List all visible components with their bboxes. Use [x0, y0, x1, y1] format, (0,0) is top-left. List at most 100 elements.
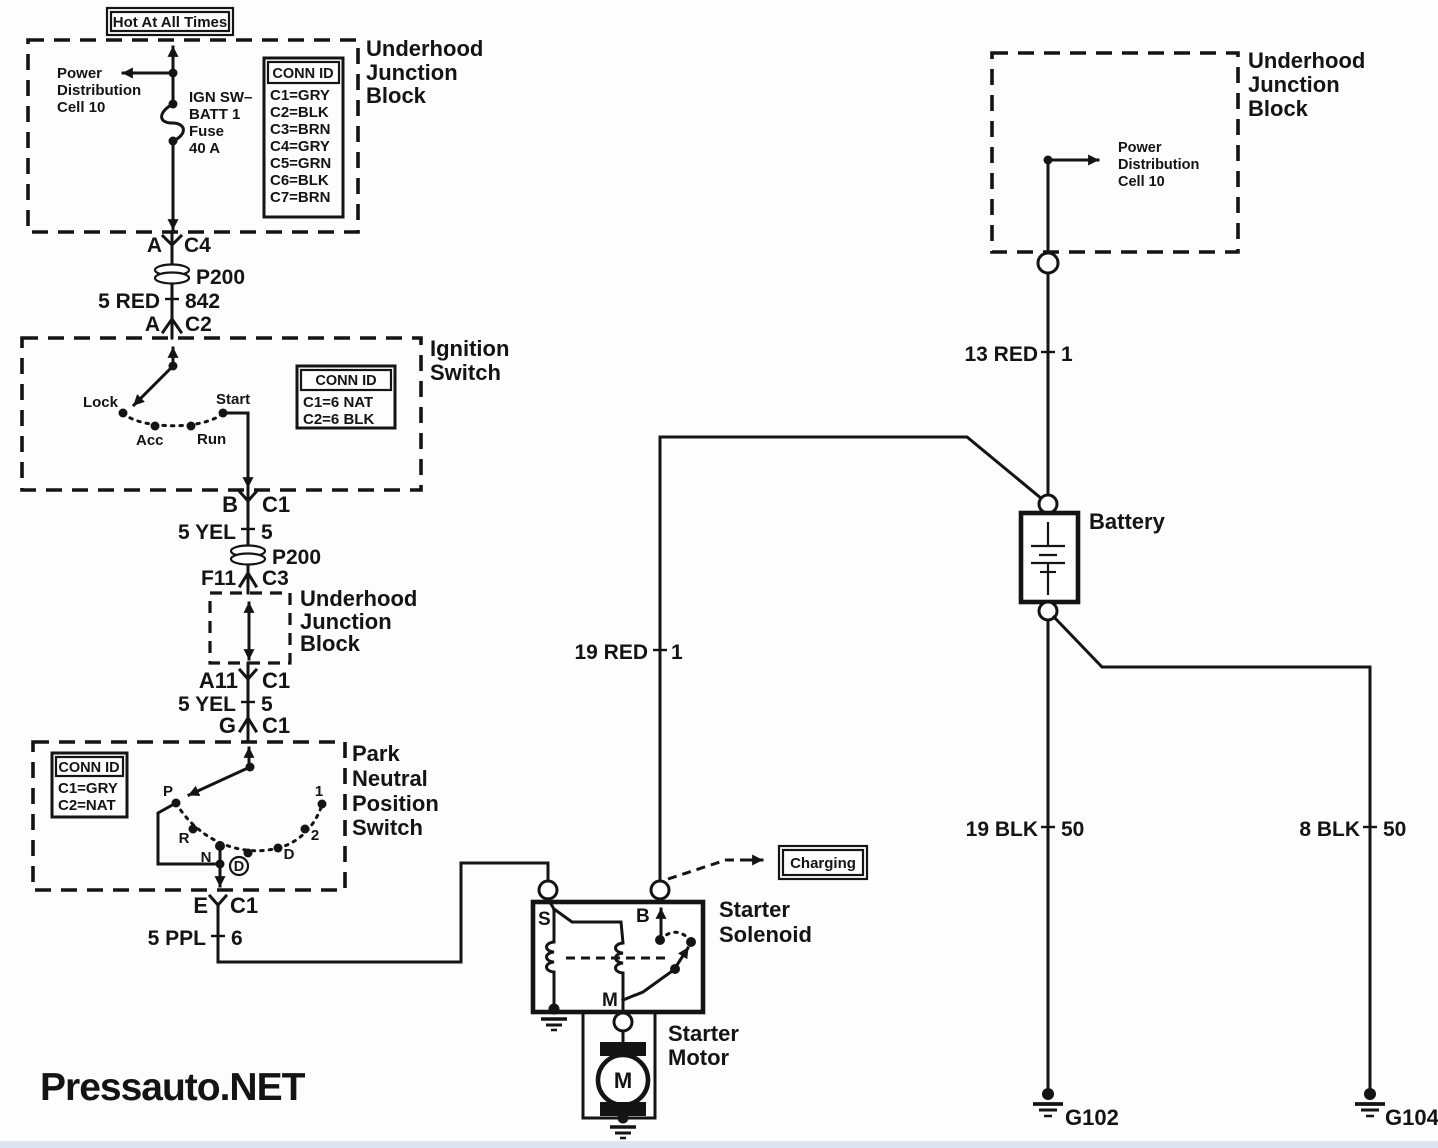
fuse-label-2: BATT 1: [189, 106, 240, 123]
circuit-50: 50: [1061, 818, 1084, 841]
cavity-c4: C4: [184, 234, 211, 257]
wire-19-red: [658, 435, 1045, 883]
power-dist-line-1: Power: [57, 65, 102, 82]
terminal-m-label: M: [602, 990, 618, 1011]
hot-at-all-times-label: Hot At All Times: [113, 14, 227, 31]
battery-circuit: 13 RED 1 Battery 19 BLK 50 8 BLK 50 G102: [964, 271, 1438, 1130]
ground-dot: [617, 1112, 629, 1124]
conn-id-outer: [50, 751, 129, 819]
terminal-b-label: B: [636, 906, 650, 927]
position-lock: Lock: [83, 394, 119, 411]
hot-box-inner: [109, 10, 231, 33]
cavity-c3: C3: [262, 567, 289, 590]
ujb-left-title-2: Junction: [366, 60, 458, 85]
pnp-title-4: Switch: [352, 815, 423, 840]
ujb-right-title-3: Block: [1248, 96, 1309, 121]
conn-id-row: C2=NAT: [58, 797, 116, 814]
bottom-strip: [0, 1141, 1438, 1148]
contact-arm-arrow: [674, 945, 691, 968]
conn-id-header-box: [266, 60, 341, 85]
circuit-50b: 50: [1383, 818, 1406, 841]
underhood-junction-block-left: Hot At All Times Underhood Junction Bloc…: [26, 6, 483, 234]
pin-f11: F11: [201, 567, 236, 590]
conn-id-row: C7=BRN: [270, 189, 330, 206]
conn-id-header: CONN ID: [272, 66, 333, 82]
ignition-dashed-box: [20, 336, 423, 492]
cavity-c2: C2: [185, 313, 212, 336]
fuse-label-3: Fuse: [189, 123, 224, 140]
ujb-right-title-2: Junction: [1248, 72, 1340, 97]
position-d-indicator: D: [234, 859, 244, 875]
battery-symbol: [1031, 522, 1065, 595]
motor-title-2: Motor: [668, 1045, 730, 1070]
pin-b: B: [222, 492, 238, 517]
position-1: 1: [315, 783, 323, 800]
position-arc: [174, 801, 324, 853]
pin-a11: A11: [199, 668, 238, 693]
solenoid-box: [530, 899, 706, 1015]
d-dot: [273, 843, 283, 853]
ujb-mid-title-2: Junction: [300, 609, 392, 634]
underhood-junction-block-right: Underhood Junction Block Power Distribut…: [990, 48, 1365, 275]
conn-id-row: C1=6 NAT: [303, 394, 373, 411]
conn-id-row: C5=GRN: [270, 155, 331, 172]
pnp-title-3: Position: [352, 791, 439, 816]
conn-id-header: CONN ID: [58, 760, 119, 776]
conn-id-outer: [295, 364, 397, 430]
mid-dot: [243, 848, 253, 858]
conn-id-outer: [262, 56, 345, 219]
position-acc: Acc: [136, 432, 164, 449]
p200-connector-2: [229, 552, 267, 566]
p200-label: P200: [196, 266, 245, 289]
position-indicator-circle: [228, 855, 250, 877]
fuse-symbol: [160, 101, 185, 143]
power-dist-line-3: Cell 10: [57, 99, 105, 116]
ujb-left-dashed-box: [26, 38, 360, 234]
power-dist-line-3: Cell 10: [1118, 174, 1165, 190]
position-r: R: [179, 830, 190, 847]
start-output-wire: [221, 411, 254, 489]
acc-dot: [150, 421, 160, 431]
motor-m: M: [614, 1068, 632, 1093]
connector-y-e-c1: [207, 893, 229, 916]
pin-a2: A: [145, 313, 160, 336]
s-terminal: [537, 879, 559, 901]
ignition-switch: Ignition Switch Lock Acc Run Start CONN …: [20, 336, 509, 492]
fuse-dot-top: [168, 99, 178, 109]
one-dot: [317, 799, 327, 809]
fuse-label-1: IGN SW–: [189, 89, 252, 106]
wire-gauge-19-red: 19 RED: [574, 641, 648, 664]
ujb-terminal: [1036, 251, 1060, 275]
pnp-title-2: Neutral: [352, 766, 428, 791]
ujb-mid-dashed-box: [208, 591, 292, 665]
arm-to-m-wire: [621, 966, 678, 1002]
charging-dashed-wire: [667, 858, 750, 881]
motor-brush-bottom: [600, 1102, 646, 1116]
conn-id-row: C3=BRN: [270, 121, 330, 138]
run-dot: [186, 421, 196, 431]
ground-dot: [1042, 1088, 1054, 1100]
charging-box-inner: [781, 848, 865, 877]
wire-gauge-8-blk: 8 BLK: [1299, 818, 1360, 841]
contact-arc: [658, 930, 693, 943]
p200-label: P200: [272, 546, 321, 569]
starter-motor: M Starter Motor: [581, 1010, 739, 1140]
conn-id-table-ujb-left: CONN ID C1=GRY C2=BLK C3=BRN C4=GRY C5=G…: [262, 56, 345, 219]
wire-gauge-19-blk: 19 BLK: [966, 818, 1038, 841]
motor-title-1: Starter: [668, 1021, 739, 1046]
charging-box-outer: [777, 844, 869, 881]
conn-id-row: C1=GRY: [270, 87, 330, 104]
wire-8-blk: [1051, 614, 1372, 1091]
motor-brush-top: [600, 1042, 646, 1056]
connector-caret-a-c2: [160, 316, 184, 335]
ignition-title-2: Switch: [430, 360, 501, 385]
circuit-6: 6: [231, 927, 243, 950]
p-to-n-wire: [156, 800, 222, 866]
circuit-5b: 5: [261, 693, 273, 716]
connector-y-b-c1: [237, 489, 259, 504]
power-dist-line-2: Distribution: [1118, 157, 1199, 173]
position-run: Run: [197, 431, 226, 448]
conn-id-header-box: [299, 368, 393, 392]
terminal-s-label: S: [538, 909, 551, 930]
